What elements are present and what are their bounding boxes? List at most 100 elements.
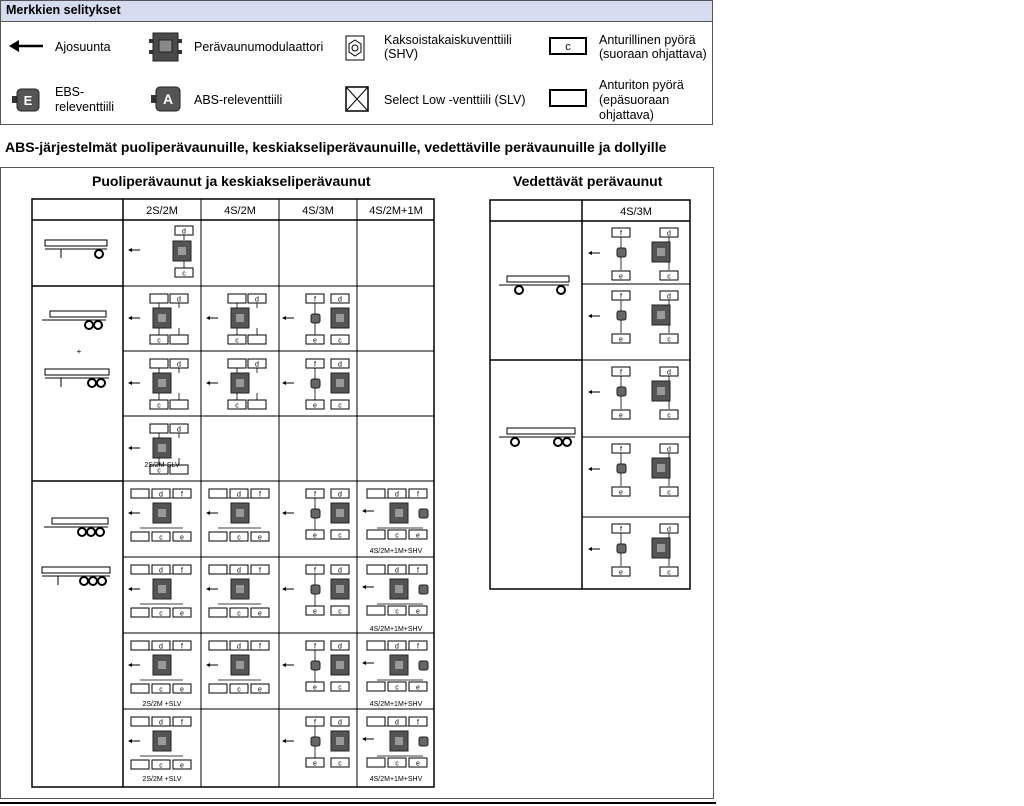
trailer-wheel (514, 285, 524, 295)
modulator-core (158, 509, 166, 517)
wheel-label: c (395, 761, 399, 768)
wheel-label: e (180, 763, 184, 770)
wheel-box (366, 605, 386, 616)
wheel-box (611, 333, 631, 344)
wheel-label: f (417, 644, 419, 651)
diagram-cell: dc (128, 423, 189, 475)
caption-shv-1: 4S/2M+1M+SHV (370, 548, 423, 555)
trailer-deck (41, 566, 111, 574)
wheel-label: f (620, 447, 622, 454)
wheel-label: c (159, 763, 163, 770)
wheel-box (408, 757, 428, 768)
abs-valve-symbol: A (163, 91, 173, 107)
wheel-box (330, 334, 350, 345)
wheel-label: c (182, 271, 186, 278)
relay-valve-symbol (310, 313, 321, 324)
wheel-box (169, 334, 189, 345)
direction-arrow-head (588, 251, 592, 255)
wheel-label: d (395, 492, 399, 499)
direction-arrow-head (282, 587, 286, 591)
legend-sensed-label-2: (suoraan ohjattava) (599, 47, 707, 61)
diagram-cell: dc (128, 293, 189, 345)
wheel-box (247, 334, 267, 345)
wheel-box (305, 399, 325, 410)
wheel-label: d (338, 720, 342, 727)
wheel-box (227, 358, 247, 369)
trailer-deck (49, 310, 107, 318)
direction-arrow-head (206, 511, 210, 515)
slv-valve-icon (345, 86, 369, 112)
trailer-wheel (553, 437, 563, 447)
modulator-core (336, 509, 344, 517)
trailer-wheel (96, 378, 106, 388)
modulator-core (236, 509, 244, 517)
wheel-box (366, 640, 386, 651)
trailer-wheel (556, 285, 566, 295)
wheel-label: d (395, 568, 399, 575)
wheel-box (659, 409, 679, 420)
relay-valve-symbol (616, 543, 627, 554)
wheel-box (151, 759, 171, 770)
trailer-deck (44, 239, 108, 247)
section-title: ABS-järjestelmät puoliperävaunuille, kes… (5, 139, 667, 155)
wheel-label: f (417, 720, 419, 727)
modulator-core (336, 314, 344, 322)
wheel-label: d (177, 362, 181, 369)
modulator-core (158, 737, 166, 745)
modulator-core (395, 509, 403, 517)
wheel-label: c (395, 609, 399, 616)
wheel-box (149, 293, 169, 304)
wheel-box (229, 531, 249, 542)
wheel-box (130, 683, 150, 694)
trailer-wheel (95, 527, 105, 537)
wheel-box (227, 334, 247, 345)
wheel-box (611, 409, 631, 420)
wheel-label: e (313, 533, 317, 540)
trailer-wheel (86, 527, 96, 537)
wheel-box (172, 683, 192, 694)
direction-arrow-head (282, 739, 286, 743)
wheel-label: c (159, 611, 163, 618)
wheel-box (250, 683, 270, 694)
wheel-box (130, 716, 150, 727)
wheel-box (174, 267, 194, 278)
modulator-core (178, 247, 186, 255)
wheel-box (130, 488, 150, 499)
wheel-label: f (620, 370, 622, 377)
legend-unsensed-label-3: ohjattava) (599, 108, 654, 122)
wheel-label: d (667, 370, 671, 377)
direction-arrow-head (588, 547, 592, 551)
wheel-label: f (181, 568, 183, 575)
trailer-wheel (510, 437, 520, 447)
wheel-label: c (395, 685, 399, 692)
wheel-box (611, 566, 631, 577)
right-table-grid (489, 199, 691, 590)
wheel-box (366, 716, 386, 727)
relay-valve-symbol (418, 584, 429, 595)
wheel-box (366, 529, 386, 540)
wheel-box (130, 564, 150, 575)
wheel-box (169, 399, 189, 410)
wheel-label: d (667, 527, 671, 534)
wheel-label: c (237, 535, 241, 542)
wheel-box (208, 564, 228, 575)
wheel-label: c (338, 761, 342, 768)
wheel-box (305, 334, 325, 345)
wheel-box (151, 607, 171, 618)
modulator-core (336, 379, 344, 387)
wheel-label: f (314, 720, 316, 727)
wheel-label: f (314, 362, 316, 369)
direction-arrow-head (362, 737, 366, 741)
wheel-label: f (620, 527, 622, 534)
relay-valve-symbol (616, 247, 627, 258)
left-table-headers: 2S/2M 4S/2M 4S/3M 4S/2M+1M (146, 205, 423, 217)
